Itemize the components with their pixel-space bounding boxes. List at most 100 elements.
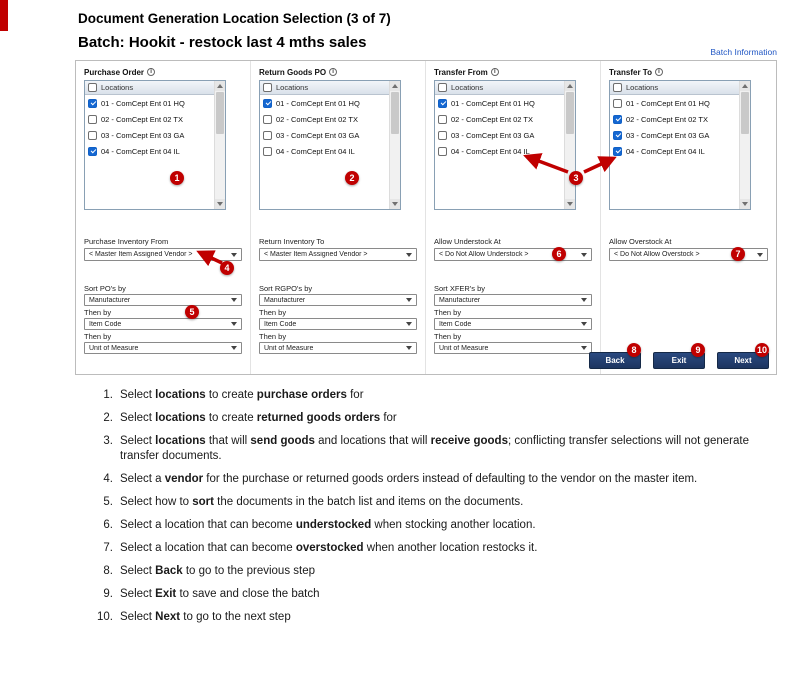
sort-select-3[interactable]: Unit of Measure (434, 342, 592, 354)
sort-select-2[interactable]: Item Code (84, 318, 242, 330)
callout-1: 1 (170, 171, 184, 185)
scroll-up-icon[interactable] (215, 81, 225, 91)
location-checkbox[interactable] (263, 146, 272, 156)
allow-understock-at-select[interactable]: < Do Not Allow Understock > (434, 248, 592, 261)
select-value: Unit of Measure (89, 344, 139, 352)
instruction-item: 1.Select locations to create purchase or… (75, 388, 781, 403)
vendor-select-section: Purchase Inventory From< Master Item Ass… (84, 238, 242, 261)
sort-select-2[interactable]: Item Code (434, 318, 592, 330)
location-checkbox[interactable] (88, 114, 97, 124)
info-icon[interactable]: i (329, 68, 338, 76)
dropdown-arrow-icon (231, 322, 237, 326)
sort-select-1[interactable]: Manufacturer (259, 294, 417, 306)
location-checkbox[interactable] (613, 146, 622, 156)
location-label: 01 - ComCept Ent 01 HQ (626, 98, 710, 108)
location-row: 02 - ComCept Ent 02 TX (260, 111, 389, 127)
location-checkbox[interactable] (88, 146, 97, 156)
location-label: 04 - ComCept Ent 04 IL (626, 146, 705, 156)
select-value: < Do Not Allow Understock > (439, 251, 529, 258)
list-header: Locations (260, 81, 389, 95)
list-scrollbar[interactable] (389, 81, 400, 209)
location-checkbox[interactable] (263, 98, 272, 108)
location-checkbox[interactable] (438, 146, 447, 156)
location-row: 04 - ComCept Ent 04 IL (260, 143, 389, 159)
scroll-up-icon[interactable] (390, 81, 400, 91)
select-all-checkbox[interactable] (438, 83, 447, 92)
info-icon[interactable]: i (147, 68, 156, 76)
scroll-down-icon[interactable] (565, 199, 575, 209)
instructions-list: 1.Select locations to create purchase or… (75, 388, 781, 633)
location-checkbox[interactable] (613, 98, 622, 108)
location-label: 03 - ComCept Ent 03 GA (626, 130, 710, 140)
dropdown-arrow-icon (581, 252, 587, 257)
select-all-checkbox[interactable] (88, 83, 97, 92)
select-all-checkbox[interactable] (613, 83, 622, 92)
scroll-down-icon[interactable] (390, 199, 400, 209)
scroll-down-icon[interactable] (740, 199, 750, 209)
sort-select-1[interactable]: Manufacturer (84, 294, 242, 306)
location-checkbox[interactable] (613, 114, 622, 124)
purchase-inventory-from-select[interactable]: < Master Item Assigned Vendor > (84, 248, 242, 261)
sort-select-3[interactable]: Unit of Measure (84, 342, 242, 354)
scroll-down-icon[interactable] (215, 199, 225, 209)
scroll-thumb[interactable] (391, 92, 399, 134)
dropdown-arrow-icon (406, 322, 412, 326)
scroll-thumb[interactable] (216, 92, 224, 134)
location-label: 04 - ComCept Ent 04 IL (451, 146, 530, 156)
list-scrollbar[interactable] (564, 81, 575, 209)
exit-button[interactable]: Exit (653, 352, 705, 369)
location-checkbox[interactable] (263, 114, 272, 124)
list-scrollbar[interactable] (739, 81, 750, 209)
location-checkbox[interactable] (438, 114, 447, 124)
location-label: 02 - ComCept Ent 02 TX (101, 114, 183, 124)
location-checkbox[interactable] (88, 130, 97, 140)
sort-rgpo-s-by-label: Sort RGPO's by (259, 284, 313, 293)
instruction-number: 7. (103, 542, 113, 554)
dropdown-arrow-icon (231, 346, 237, 350)
location-checkbox[interactable] (613, 130, 622, 140)
location-row: 02 - ComCept Ent 02 TX (85, 111, 214, 127)
scroll-up-icon[interactable] (565, 81, 575, 91)
location-checkbox[interactable] (438, 130, 447, 140)
location-checkbox[interactable] (88, 98, 97, 108)
location-label: 04 - ComCept Ent 04 IL (101, 146, 180, 156)
location-label: 03 - ComCept Ent 03 GA (451, 130, 535, 140)
sort-select-1[interactable]: Manufacturer (434, 294, 592, 306)
dropdown-arrow-icon (406, 346, 412, 350)
info-icon[interactable]: i (654, 68, 663, 76)
location-label: 01 - ComCept Ent 01 HQ (451, 98, 535, 108)
back-button[interactable]: Back (589, 352, 641, 369)
scroll-thumb[interactable] (741, 92, 749, 134)
select-all-checkbox[interactable] (263, 83, 272, 92)
location-row: 03 - ComCept Ent 03 GA (435, 127, 564, 143)
location-label: 01 - ComCept Ent 01 HQ (276, 98, 360, 108)
next-button[interactable]: Next (717, 352, 769, 369)
scroll-thumb[interactable] (566, 92, 574, 134)
location-checkbox[interactable] (438, 98, 447, 108)
allow-overstock-at-select[interactable]: < Do Not Allow Overstock > (609, 248, 768, 261)
callout-8: 8 (627, 343, 641, 357)
sort-select-2[interactable]: Item Code (259, 318, 417, 330)
allow-understock-at-label: Allow Understock At (434, 237, 501, 246)
batch-information-link[interactable]: Batch Information (710, 47, 777, 57)
location-label: 02 - ComCept Ent 02 TX (451, 114, 533, 124)
sort-select-3[interactable]: Unit of Measure (259, 342, 417, 354)
instruction-text: Select a vendor for the purchase or retu… (120, 473, 698, 485)
panel-title: Purchase Order (84, 67, 145, 77)
instruction-number: 3. (103, 435, 113, 447)
location-checkbox[interactable] (263, 130, 272, 140)
info-icon[interactable]: i (490, 68, 499, 76)
panel-title: Transfer From (434, 67, 488, 77)
instruction-text: Select Back to go to the previous step (120, 565, 316, 577)
scroll-up-icon[interactable] (740, 81, 750, 91)
instruction-text: Select Exit to save and close the batch (120, 588, 320, 600)
list-scrollbar[interactable] (214, 81, 225, 209)
location-row: 04 - ComCept Ent 04 IL (610, 143, 739, 159)
return-inventory-to-select[interactable]: < Master Item Assigned Vendor > (259, 248, 417, 261)
